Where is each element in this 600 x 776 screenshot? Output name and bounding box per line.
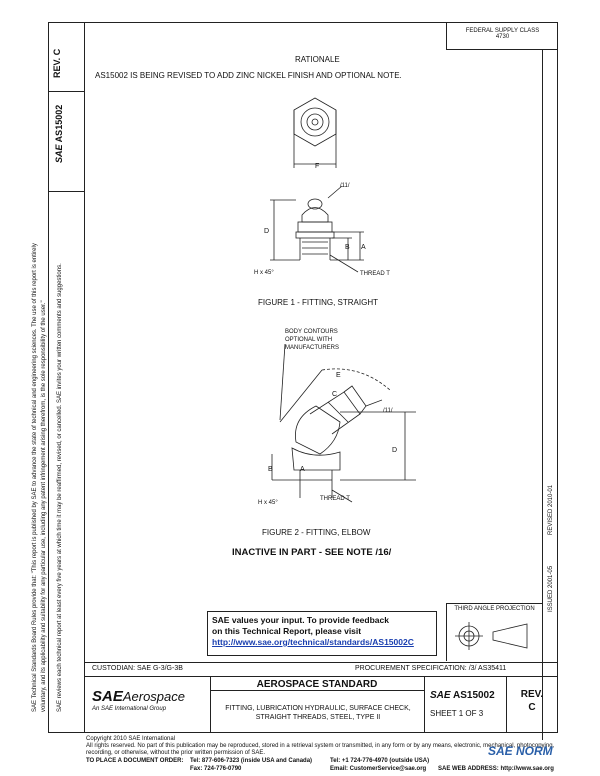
tel-outside: Tel: +1 724-776-4970 (outside USA)	[330, 758, 430, 764]
procurement-text: PROCUREMENT SPECIFICATION: /3/ AS35411	[355, 665, 507, 672]
fig1-label-thread: THREAD T	[360, 271, 390, 277]
fig2-label-d: D	[392, 447, 398, 454]
doc-number-left: SAE AS15002	[54, 104, 64, 163]
figure-2-caption: FIGURE 2 - FITTING, ELBOW	[262, 528, 371, 537]
fig1-label-d: D	[264, 228, 270, 235]
sae-aerospace-logo: SAEAerospace An SAE International Group	[92, 688, 185, 712]
inactive-note: INACTIVE IN PART - SEE NOTE /16/	[232, 547, 392, 558]
fig1-note: /11/	[340, 183, 350, 189]
sheet-number: SHEET 1 OF 3	[430, 709, 484, 718]
drawing-frame	[84, 22, 558, 733]
fig2-label-e: E	[336, 372, 341, 379]
fig1-label-b: B	[345, 244, 350, 251]
web-address: SAE WEB ADDRESS: http://www.sae.org	[438, 766, 554, 772]
fig2-label-thread: THREAD T	[320, 496, 350, 502]
custodian-text: CUSTODIAN: SAE G-3/G-3B	[92, 665, 183, 672]
issued-date: ISSUED 2001-05	[548, 565, 554, 612]
left-margin-column	[48, 22, 85, 733]
federal-supply-box: FEDERAL SUPPLY CLASS 4730	[446, 22, 558, 50]
fax: Fax: 724-776-0790	[190, 766, 242, 772]
fig1-label-hex: H x 45°	[254, 270, 274, 276]
figure-1-caption: FIGURE 1 - FITTING, STRAIGHT	[258, 298, 378, 307]
projection-symbol-icon	[455, 622, 528, 650]
rationale-title: RATIONALE	[295, 55, 340, 64]
rev-block: REV.C	[520, 689, 544, 713]
margin-disclaimer-2: voluntary, and its applicability and sui…	[41, 300, 47, 712]
fig1-label-a: A	[361, 244, 366, 251]
fig2-label-c: C	[332, 391, 338, 398]
rev-label-left: REV. C	[52, 48, 62, 78]
order-label: TO PLACE A DOCUMENT ORDER:	[86, 758, 184, 764]
figure-1-drawing	[270, 97, 364, 273]
fig2-label-a: A	[300, 466, 305, 473]
figure-2-drawing	[271, 343, 416, 503]
margin-disclaimer-3: SAE reviews each technical report at lea…	[57, 263, 63, 712]
standard-title: AEROSPACE STANDARD	[256, 679, 378, 690]
fig2-note: /11/	[383, 408, 393, 414]
doc-number: SAE AS15002	[430, 690, 495, 701]
margin-disclaimer-1: SAE Technical Standards Board Rules prov…	[32, 243, 38, 712]
fig1-label-f: F	[315, 163, 320, 170]
third-angle-box: THIRD ANGLE PROJECTION	[446, 603, 542, 661]
watermark-logo: SAE NORM	[488, 744, 553, 758]
standard-description: FITTING, LUBRICATION HYDRAULIC, SURFACE …	[225, 705, 411, 721]
email: Email: CustomerService@sae.org	[330, 766, 427, 772]
footer: Copyright 2010 SAE International All rig…	[86, 736, 555, 757]
feedback-link[interactable]: http://www.sae.org/technical/standards/A…	[212, 637, 414, 647]
fig2-label-hex: H x 45°	[258, 500, 278, 506]
fig2-label-b: B	[268, 466, 273, 473]
rationale-text: AS15002 IS BEING REVISED TO ADD ZINC NIC…	[95, 71, 402, 80]
feedback-box: SAE values your input. To provide feedba…	[207, 611, 437, 656]
revised-date: REVISED 2010-01	[548, 484, 554, 535]
tel-inside: Tel: 877-606-7323 (inside USA and Canada…	[190, 758, 313, 764]
